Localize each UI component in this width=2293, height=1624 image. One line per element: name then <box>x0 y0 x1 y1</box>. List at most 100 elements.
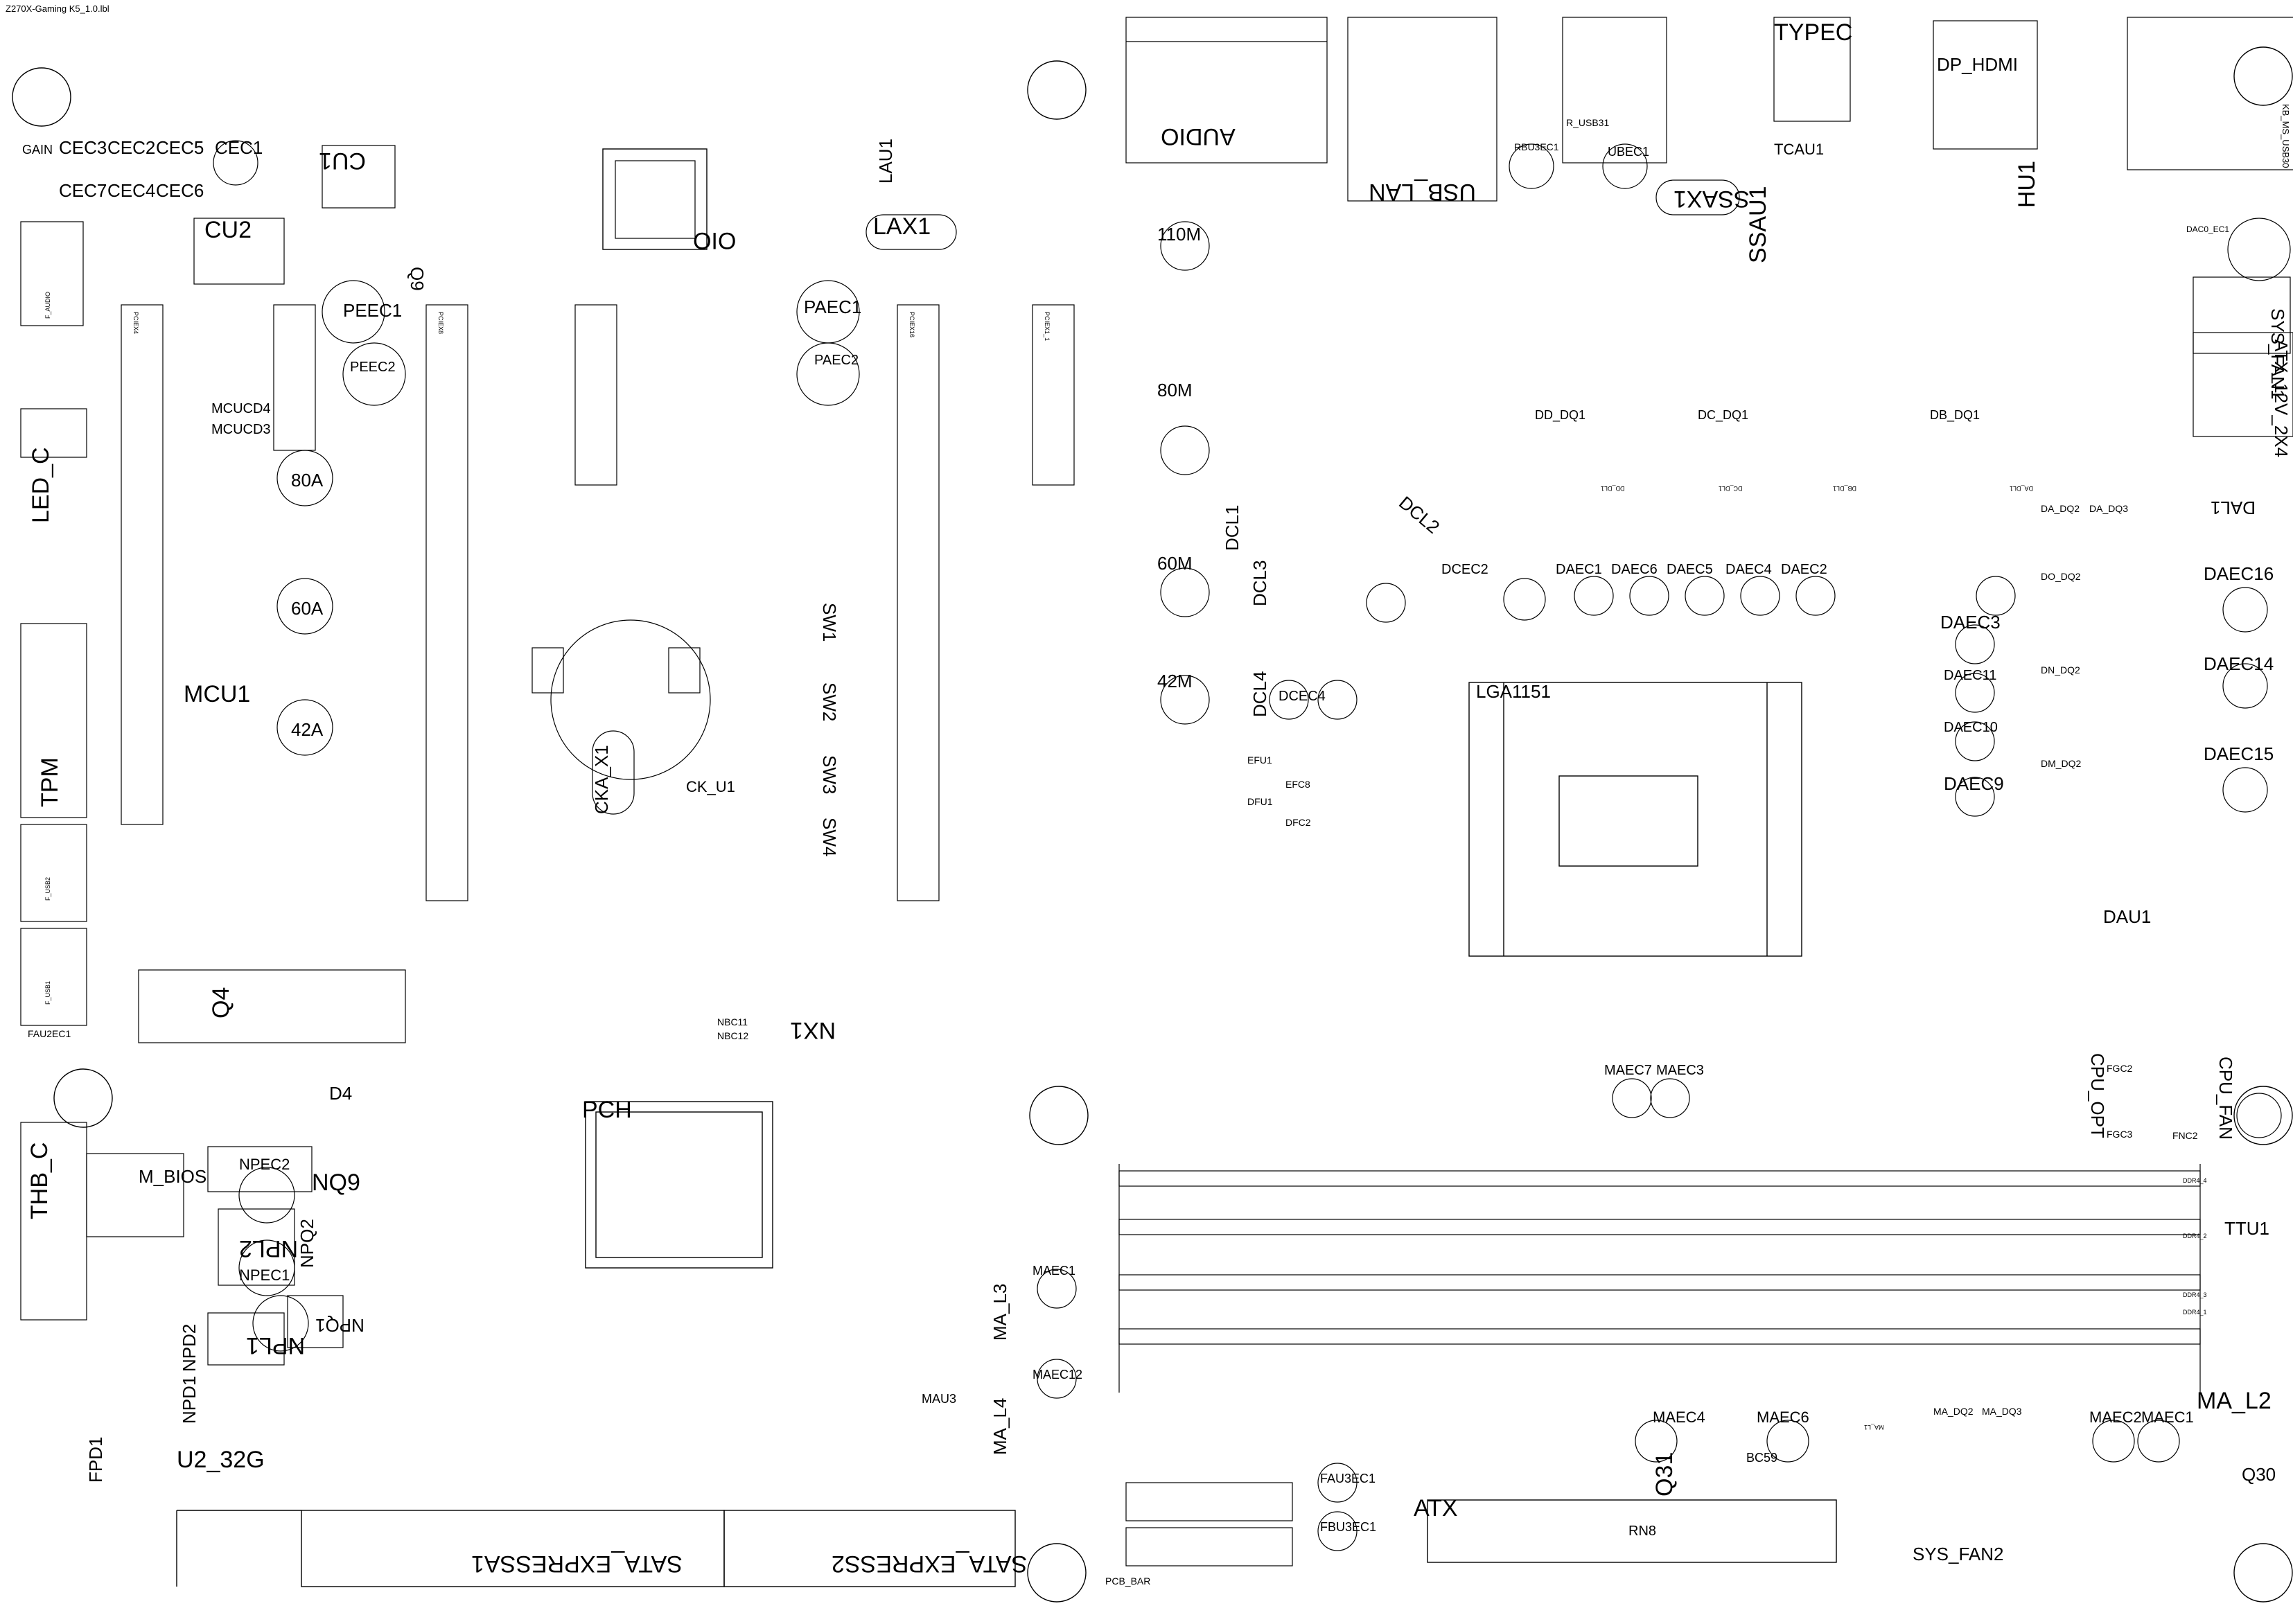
sys-fan2-label: SYS_FAN2 <box>1913 1544 2004 1564</box>
cpu-socket <box>1468 682 1802 957</box>
dcl1-label: DCL1 <box>1222 504 1242 551</box>
dc-dl1-label: DC_DL1 <box>1719 485 1743 492</box>
cec1-label: CEC1 <box>215 137 263 158</box>
maec1-right-label: MAEC1 <box>2141 1409 2194 1426</box>
ubec1-label: UBEC1 <box>1608 145 1650 159</box>
ssax1-label: SSAX1 <box>1673 186 1750 212</box>
daec10-label: DAEC10 <box>1944 720 1998 735</box>
npd2-label: NPD2 <box>179 1323 200 1372</box>
atx-label: ATX <box>1414 1495 1458 1521</box>
maec2-label: MAEC2 <box>2089 1409 2142 1426</box>
ddr4-1-label: DDR4_1 <box>2183 1309 2207 1316</box>
daec2-label: DAEC2 <box>1781 562 1827 577</box>
ma-l2-label: MA_L2 <box>2197 1388 2272 1414</box>
ck-u1-label: CK_U1 <box>686 778 735 795</box>
daec16-label: DAEC16 <box>2204 563 2274 584</box>
da-dl1-label: DA_DL1 <box>2010 485 2034 492</box>
110m-label: 110M <box>1157 224 1202 245</box>
peec2-label: PEEC2 <box>350 360 396 375</box>
ma-dq3-label: MA_DQ3 <box>1982 1406 2022 1417</box>
daec3-label: DAEC3 <box>1940 612 2001 633</box>
cec4-label: CEC4 <box>107 180 156 201</box>
usb-lan-label: USB_LAN <box>1369 179 1476 205</box>
ma-dq2-label: MA_DQ2 <box>1933 1406 1974 1417</box>
cec5-label: CEC5 <box>156 137 204 158</box>
nq9-label: NQ9 <box>312 1170 360 1196</box>
db-dq1-label: DB_DQ1 <box>1930 408 1980 422</box>
npd1-label: NPD1 <box>179 1375 200 1424</box>
mcucd3-label: MCUCD3 <box>211 422 271 437</box>
sata-express-a1-label: SATA_EXPRESSA1 <box>471 1551 683 1577</box>
f-usb2-label: F_USB2 <box>44 876 51 901</box>
ttu1-label: TTU1 <box>2224 1218 2269 1239</box>
maec6-label: MAEC6 <box>1757 1409 1809 1426</box>
sw4-label: SW4 <box>819 818 840 857</box>
oio-label: OIO <box>693 227 737 254</box>
cec7-label: CEC7 <box>59 180 107 201</box>
tcau1-label: TCAU1 <box>1774 141 1825 158</box>
pch-chip <box>585 1101 773 1269</box>
fau3ec1-label: FAU3EC1 <box>1320 1472 1376 1485</box>
mcucd4-label: MCUCD4 <box>211 401 271 416</box>
mounting-holes <box>12 46 2293 1603</box>
dfu1-label: DFU1 <box>1247 796 1273 807</box>
cpu-fan-label: CPU_FAN <box>2215 1057 2236 1140</box>
db-dl1-label: DB_DL1 <box>1833 485 1857 492</box>
rbu3ec1-label: RBU3EC1 <box>1514 141 1559 152</box>
maec7-label: MAEC7 <box>1604 1063 1652 1078</box>
daec9-label: DAEC9 <box>1944 773 2004 794</box>
nx1-label: NX1 <box>790 1017 836 1043</box>
f-audio-label: F_AUDIO <box>44 291 51 319</box>
pch-label: PCH <box>582 1097 632 1123</box>
ma-l3-label: MA_L3 <box>990 1283 1010 1341</box>
pcb-bar-label: PCB_BAR <box>1105 1576 1151 1587</box>
fpd1-label: FPD1 <box>85 1436 106 1483</box>
daec5-label: DAEC5 <box>1667 562 1713 577</box>
sw2-label: SW2 <box>819 682 840 722</box>
dm-dq2-label: DM_DQ2 <box>2041 758 2082 769</box>
lax1-label: LAX1 <box>873 213 931 240</box>
dac0-ec1-label: DAC0_EC1 <box>2186 224 2230 234</box>
pciex4-label: PCIEX4 <box>132 312 139 335</box>
pcie-slots <box>121 304 1075 901</box>
dimm-slots <box>1118 1164 2201 1393</box>
fbu3ec1-label: FBU3EC1 <box>1320 1520 1377 1534</box>
maec1-left-label: MAEC1 <box>1033 1264 1076 1278</box>
dfc2-label: DFC2 <box>1285 817 1311 828</box>
lga1151-label: LGA1151 <box>1476 681 1551 702</box>
d4-label: D4 <box>329 1083 353 1104</box>
thb-c-label: THB_C <box>26 1142 53 1219</box>
dd-dq1-label: DD_DQ1 <box>1535 408 1586 422</box>
pciex1-label: PCIEX1_1 <box>1044 312 1051 342</box>
daec4-label: DAEC4 <box>1725 562 1772 577</box>
pciex16-label: PCIEX16 <box>908 312 915 338</box>
tpm-label: TPM <box>37 757 63 807</box>
fgc2-label: FGC2 <box>2107 1063 2133 1074</box>
cec2-label: CEC2 <box>107 137 156 158</box>
ddr4-4-label: DDR4_4 <box>2183 1177 2207 1184</box>
80a-label: 80A <box>291 470 324 491</box>
dal1-label: DAL1 <box>2211 497 2256 518</box>
maec3-label: MAEC3 <box>1656 1063 1704 1078</box>
mau3-label: MAU3 <box>922 1392 957 1406</box>
ddr4-3-label: DDR4_3 <box>2183 1291 2207 1298</box>
daec11-label: DAEC11 <box>1944 668 1997 683</box>
rn8-label: RN8 <box>1628 1524 1657 1539</box>
gain-label: GAIN <box>22 143 53 157</box>
led-c-label: LED_C <box>28 447 54 523</box>
daec14-label: DAEC14 <box>2204 653 2274 674</box>
dcec4-label: DCEC4 <box>1279 689 1326 704</box>
dcl4-label: DCL4 <box>1249 671 1270 717</box>
cec3-label: CEC3 <box>59 137 107 158</box>
fnc2-label: FNC2 <box>2172 1130 2198 1141</box>
npq1-label: NPQ1 <box>315 1315 364 1336</box>
maec12-label: MAEC12 <box>1033 1368 1083 1382</box>
ma-l1-label: MA_L1 <box>1864 1424 1884 1431</box>
cu1-label: CU1 <box>319 148 367 174</box>
60a-label: 60A <box>291 598 324 619</box>
file-name: Z270X-Gaming K5_1.0.lbl <box>6 3 109 14</box>
npec2-label: NPEC2 <box>239 1156 290 1173</box>
nbc11-label: NBC11 <box>717 1016 748 1027</box>
npl1-label: NPL1 <box>246 1332 306 1359</box>
